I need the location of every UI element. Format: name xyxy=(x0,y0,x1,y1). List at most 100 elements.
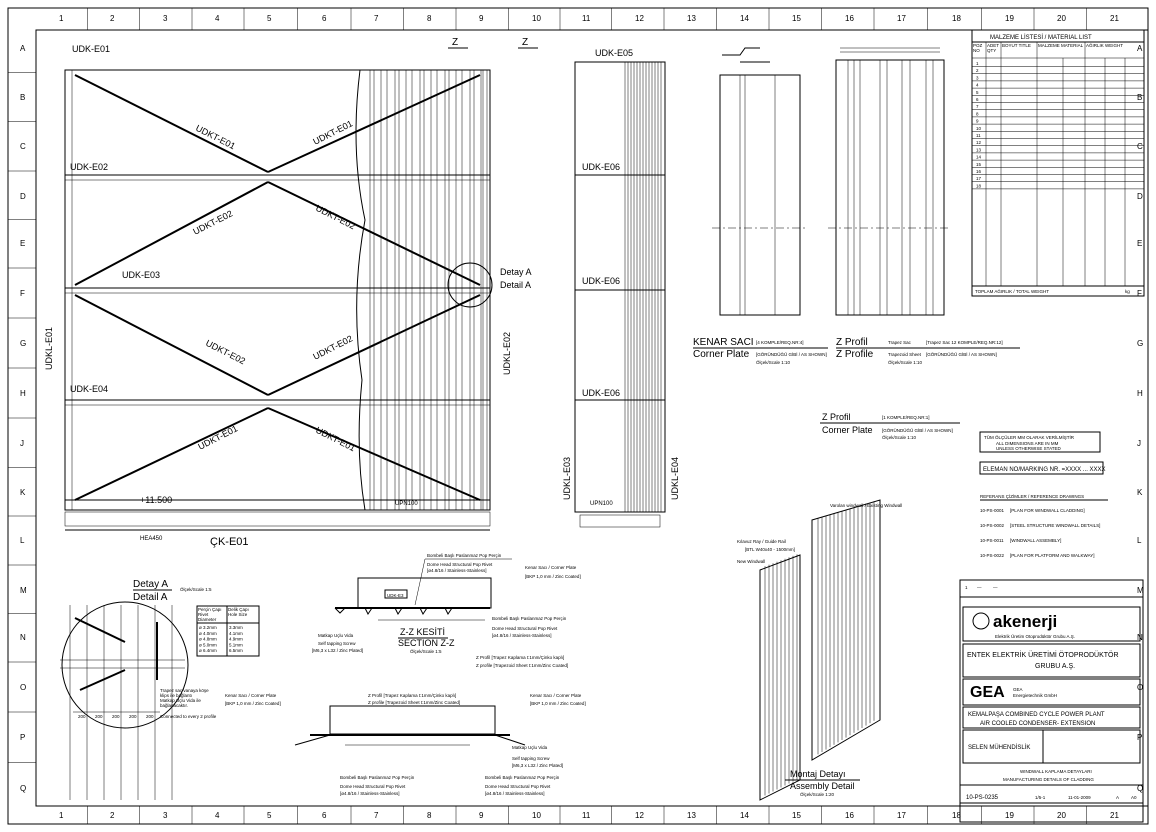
row-number: 15 xyxy=(976,162,982,167)
column-marker: 9 xyxy=(479,14,484,23)
column-marker: 17 xyxy=(897,14,906,23)
row-number: 6 xyxy=(976,97,979,102)
dimension-label: 200 xyxy=(146,714,154,719)
marking-note: ELEMAN NO/MARKING NR. =XXXX ... XXXX xyxy=(983,467,1106,473)
detail-callout: Detail A xyxy=(500,280,531,290)
rivet-label: Bombeli Başlı Paslanmaz Pop Perçin xyxy=(427,553,502,558)
reference-title: REFERANS ÇİZİMLER / REFERENCE DRAWINGS xyxy=(980,493,1084,499)
reference-number: 10-PS-0002 xyxy=(980,523,1005,528)
column-marker: 14 xyxy=(740,811,749,820)
row-marker: F xyxy=(20,289,25,298)
rivet-diameter: ø 3.2mm xyxy=(199,625,217,630)
note-line: UNLESS OTHERWISE STATED xyxy=(996,446,1062,451)
detail-a-title-en: Detail A xyxy=(133,592,168,603)
revision-desc: — xyxy=(993,585,998,590)
row-number: 11 xyxy=(976,133,981,138)
dimension-label: 200 xyxy=(95,714,103,719)
row-marker: L xyxy=(20,536,25,545)
column-marker: 10 xyxy=(532,14,541,23)
column-marker: 21 xyxy=(1110,811,1119,820)
dimension-label: 200 xyxy=(112,714,120,719)
rivet-label: Bombeli Başlı Paslanmaz Pop Perçin xyxy=(485,775,560,780)
z-profile-label-en: Z profile [Trapezoid Sheet t:1mm/Zinc Co… xyxy=(368,700,460,705)
z-profile-2-title: Z Profil xyxy=(822,412,851,422)
guide-rail-label: Kılavuz Ray / Guide Rail xyxy=(737,539,786,544)
row-marker: A xyxy=(1137,44,1143,53)
table-header: ADET QTY xyxy=(987,43,999,53)
corner-plate-qty: [4 KOMPLE/REQ.NR:4] xyxy=(756,340,804,345)
column-marker: 9 xyxy=(479,811,484,820)
beam-label: UDK-E03 xyxy=(122,270,160,280)
profile-label: UPN100 xyxy=(590,501,613,507)
assembly-detail: Varolan windwall / Existing Windwall Kıl… xyxy=(737,499,902,801)
rivet-spec: [ø4.8/16 / Stainless-Stainless] xyxy=(485,791,545,796)
scale-label: Ölçek/Scale 1:5 xyxy=(410,648,442,654)
row-marker: J xyxy=(1137,439,1141,448)
row-marker: B xyxy=(20,93,25,102)
main-frame-view: UDK-E01 UDK-E02 UDK-E03 UDK-E04 UDKL-E01… xyxy=(44,37,538,548)
row-marker: P xyxy=(20,733,25,742)
column-marker: 15 xyxy=(792,811,801,820)
detail-note: klips ile bağlantı xyxy=(160,693,192,698)
rivet-label-en: Dome Head Structural Pop Rivet xyxy=(492,626,558,631)
corner-plate-title: KENAR SACI xyxy=(693,337,754,348)
row-marker: A xyxy=(20,44,26,53)
row-marker: D xyxy=(1137,192,1143,201)
corner-plate-shown: [GÖRÜNDÜĞÜ GİBİ / AS SHOWN] xyxy=(756,351,827,357)
section-title-en: SECTION Z-Z xyxy=(398,638,455,648)
row-number: 12 xyxy=(976,140,982,145)
row-number: 9 xyxy=(976,119,979,124)
column-marker: 10 xyxy=(532,811,541,820)
base-profile-label: HEA450 xyxy=(140,536,163,542)
column-marker: 2 xyxy=(110,811,115,820)
beam-label: UDK-E02 xyxy=(70,162,108,172)
screw-spec: [M6,3 x L32 / Zinc Plated] xyxy=(512,763,563,768)
note-line: ALL DIMENSIONS ARE IN MM xyxy=(996,441,1059,446)
column-marker: 8 xyxy=(427,14,432,23)
reference-text: [STEEL STRUCTURE WINDWALL DETAILS] xyxy=(1010,523,1100,528)
column-marker: 11 xyxy=(582,14,591,23)
total-weight-label: TOPLAM AĞIRLIK / TOTAL WEIGHT xyxy=(975,288,1049,294)
column-marker: 13 xyxy=(687,811,696,820)
drawing-date: 11-01-2009 xyxy=(1068,795,1091,800)
rivet-label: Bombeli Başlı Paslanmaz Pop Perçin xyxy=(340,775,415,780)
column-marker: 4 xyxy=(215,14,220,23)
column-label: UDKL-E03 xyxy=(562,457,572,500)
corner-plate-view: KENAR SACI [4 KOMPLE/REQ.NR:4] Corner Pl… xyxy=(693,47,828,365)
column-marker: 19 xyxy=(1005,14,1014,23)
beam-label: UDK-E06 xyxy=(582,388,620,398)
column-marker: 6 xyxy=(322,14,327,23)
contractor-name: ENTEK ELEKTRİK ÜRETİMİ ÖTOPRODÜKTÖR xyxy=(967,650,1119,659)
screw-label: Matkap Uçlu Vida xyxy=(318,633,354,638)
project-title: AIR COOLED CONDENSER- EXTENSION xyxy=(980,721,1095,727)
brace-label: UDKT-E02 xyxy=(191,208,234,236)
row-marker: C xyxy=(1137,142,1143,151)
detail-a: Detay A Detail A Ölçek/Scale 1:5 Perçin … xyxy=(60,579,281,800)
column-marker: 7 xyxy=(374,14,379,23)
total-weight-unit: kg xyxy=(1125,289,1130,294)
row-marker: O xyxy=(20,683,26,692)
hole-size: 3.3mm xyxy=(229,625,243,630)
row-marker: D xyxy=(20,192,26,201)
row-marker: E xyxy=(1137,239,1142,248)
column-marker: 20 xyxy=(1057,811,1066,820)
assembly-title-en: Assembly Detail xyxy=(790,781,855,791)
drawing-title-en: MANUFACTURING DETAILS OF CLADDING xyxy=(1003,777,1094,782)
row-number: 7 xyxy=(976,104,979,109)
sheet-size: A0 xyxy=(1131,795,1137,800)
column-marker: 3 xyxy=(163,811,168,820)
dimension-label: 200 xyxy=(129,714,137,719)
detail-a-title: Detay A xyxy=(133,579,168,590)
column-marker: 13 xyxy=(687,14,696,23)
screw-spec: [M6,3 x L32 / Zinc Plated] xyxy=(312,648,363,653)
scale-label: Ölçek/Scale 1:5 xyxy=(180,586,212,592)
brace-label: UDKT-E02 xyxy=(314,203,357,231)
client-name: GEA xyxy=(1013,687,1023,692)
beam-label: UDK-E06 xyxy=(582,276,620,286)
scale-label: Ölçek/Scale 1:10 xyxy=(882,434,917,440)
row-marker: B xyxy=(1137,93,1142,102)
z-profile-sub: Trapez Sac xyxy=(888,340,912,345)
table-header-fo: Perçin Çapı Rivet Diameter xyxy=(198,607,222,622)
rivet-diameter: ø 5.0mm xyxy=(199,642,217,647)
